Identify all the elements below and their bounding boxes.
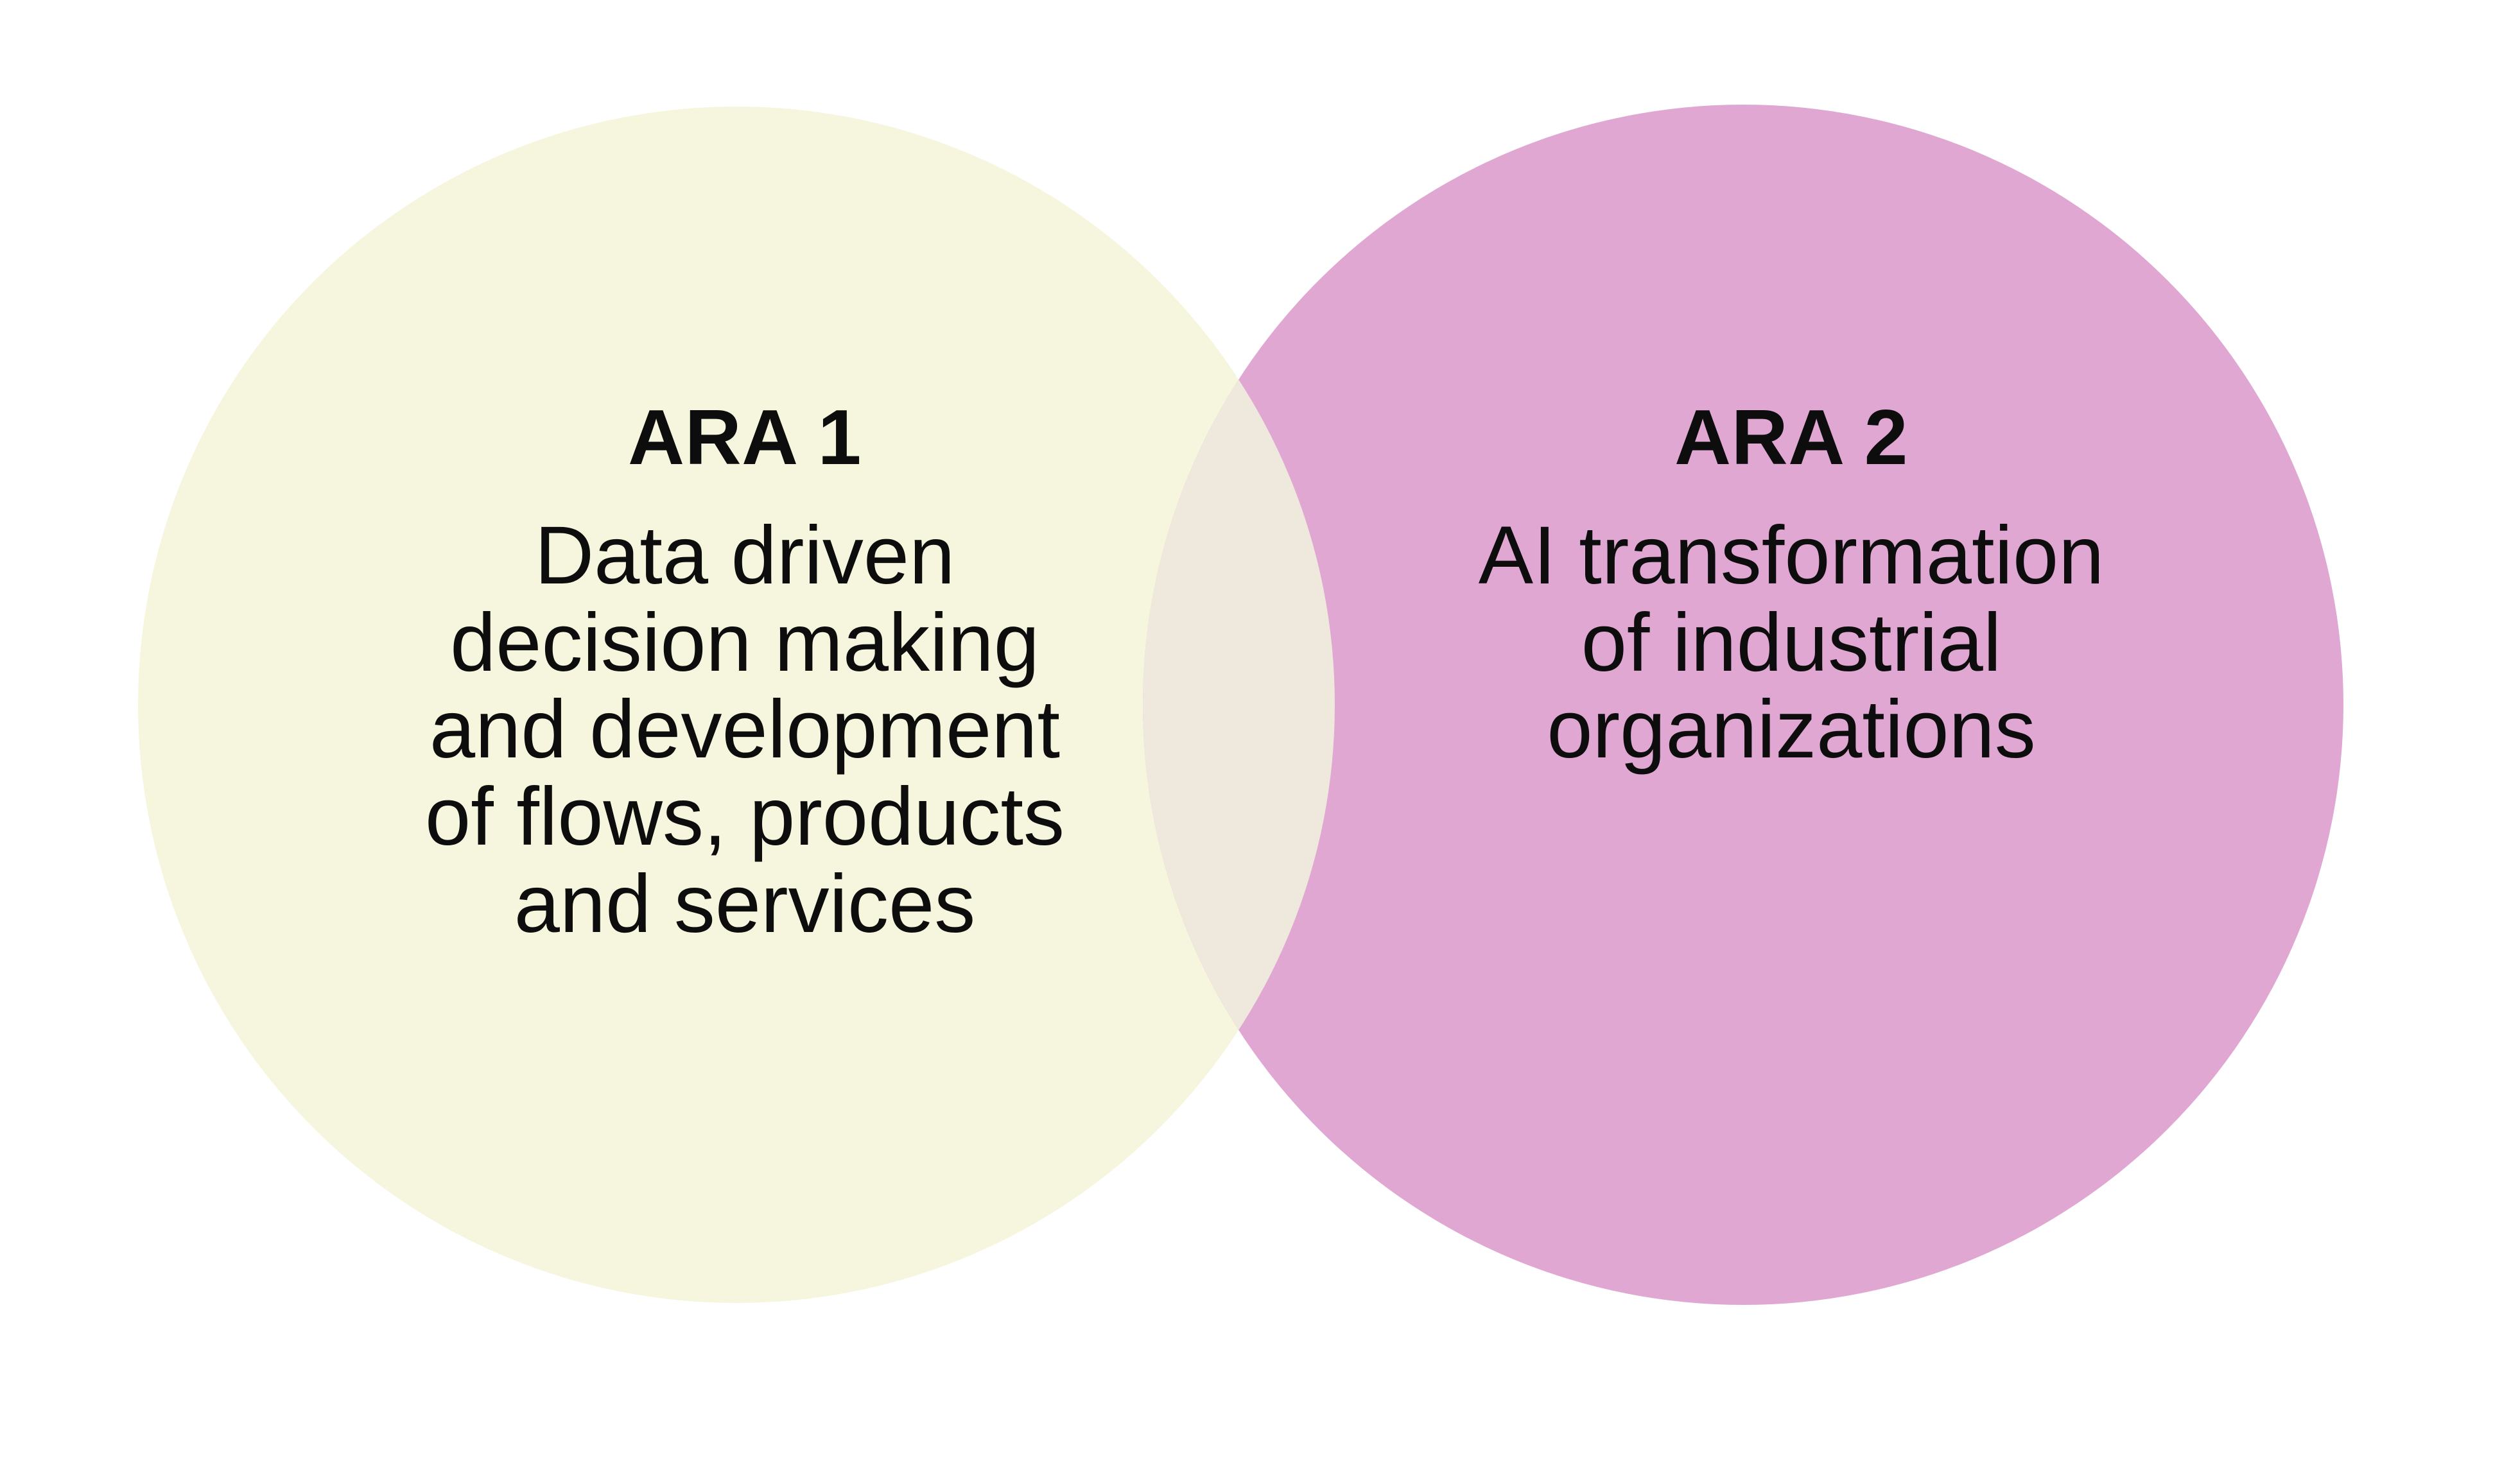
set-body-line: AI transformation bbox=[1478, 510, 2105, 601]
set-body-line: and development bbox=[429, 684, 1061, 776]
set-body-line: Data driven bbox=[534, 510, 955, 601]
set-body-line: of flows, products bbox=[425, 771, 1064, 863]
set-label-ara-2: ARA 2 AI transformation of industrial or… bbox=[1355, 398, 2228, 773]
set-label-ara-1: ARA 1 Data driven decision making and de… bbox=[308, 398, 1181, 947]
venn-circle-left[interactable] bbox=[138, 107, 1335, 1303]
set-body-ara-1: Data driven decision making and developm… bbox=[308, 512, 1181, 947]
set-body-line: and services bbox=[514, 858, 976, 950]
venn-circle-right[interactable] bbox=[1143, 105, 2343, 1305]
set-body-line: decision making bbox=[450, 596, 1039, 689]
set-body-ara-2: AI transformation of industrial organiza… bbox=[1355, 512, 2228, 773]
set-title-ara-2: ARA 2 bbox=[1674, 393, 1909, 481]
set-body-line: organizations bbox=[1547, 684, 2036, 776]
set-body-line: of industrial bbox=[1581, 596, 2002, 689]
set-title-ara-1: ARA 1 bbox=[627, 393, 862, 481]
